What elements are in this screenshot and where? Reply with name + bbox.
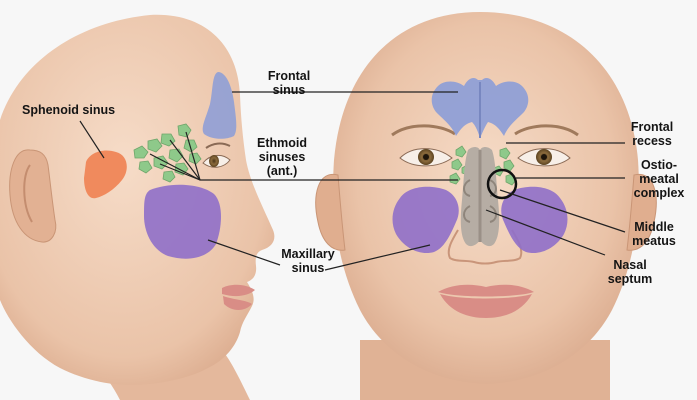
label-middle-meatus-line1: Middle: [624, 220, 684, 234]
label-nasal-septum-line2: septum: [600, 272, 660, 286]
label-frontal-recess: Frontal recess: [622, 120, 682, 148]
label-frontal-recess-line2: recess: [622, 134, 682, 148]
label-ethmoid-line1: Ethmoid: [247, 136, 317, 150]
label-ostiomeatal-complex: Ostio- meatal complex: [627, 158, 691, 200]
label-sphenoid-sinus: Sphenoid sinus: [22, 103, 115, 117]
label-nasal-septum-line1: Nasal: [600, 258, 660, 272]
label-frontal-sinus-line2: sinus: [254, 83, 324, 97]
label-frontal-sinus-line1: Frontal: [254, 69, 324, 83]
label-maxillary-line1: Maxillary: [270, 247, 346, 261]
profile-head: [0, 15, 274, 400]
label-frontal-sinus: Frontal sinus: [254, 69, 324, 97]
label-maxillary-line2: sinus: [270, 261, 346, 275]
label-nasal-septum: Nasal septum: [600, 258, 660, 286]
label-middle-meatus-line2: meatus: [624, 234, 684, 248]
label-ethmoid-line3: (ant.): [247, 164, 317, 178]
label-ostio-line2: meatal: [627, 172, 691, 186]
label-ethmoid-sinuses: Ethmoid sinuses (ant.): [247, 136, 317, 178]
label-frontal-recess-line1: Frontal: [622, 120, 682, 134]
label-middle-meatus: Middle meatus: [624, 220, 684, 248]
label-ostio-line1: Ostio-: [627, 158, 691, 172]
label-ostio-line3: complex: [627, 186, 691, 200]
label-maxillary-sinus: Maxillary sinus: [270, 247, 346, 275]
label-ethmoid-line2: sinuses: [247, 150, 317, 164]
